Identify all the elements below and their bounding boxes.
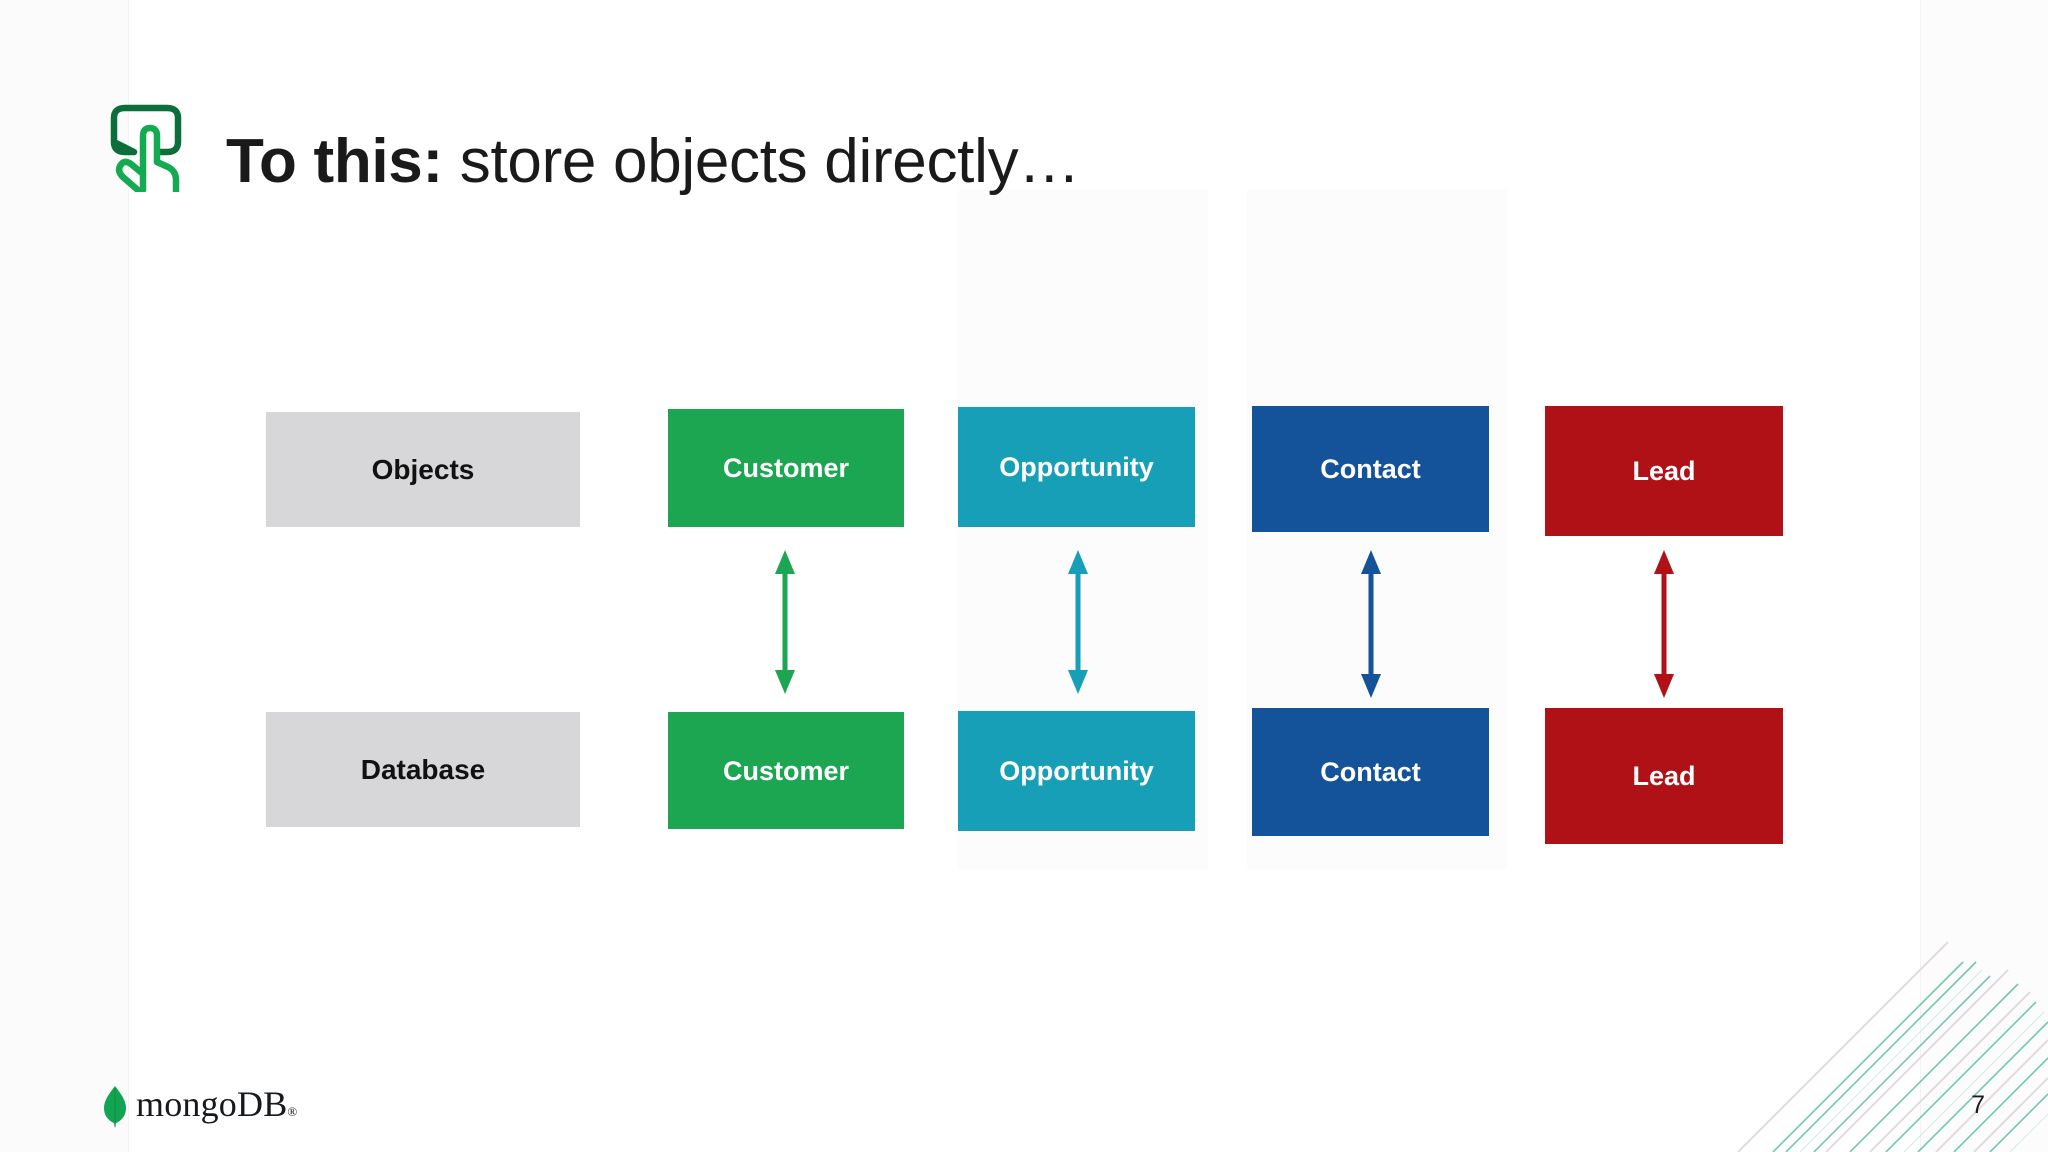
cell-objects-contact: Contact <box>1252 406 1489 532</box>
cell-database-customer: Customer <box>668 712 904 829</box>
cell-database-customer-text: Customer <box>722 755 850 786</box>
cell-objects-opportunity-text: Opportunity <box>999 452 1154 482</box>
cell-database-opportunity-text: Opportunity <box>999 756 1154 786</box>
cell-database-contact-text: Contact <box>1320 757 1421 787</box>
arrow-customer <box>775 550 795 694</box>
cell-database-lead-text: Lead <box>1632 761 1696 791</box>
cell-objects-lead: Lead <box>1545 406 1783 536</box>
arrow-opportunity <box>1068 550 1088 694</box>
mongodb-leaf-icon <box>104 1086 126 1128</box>
mongodb-logo: mongoDB® <box>100 1082 298 1130</box>
mongodb-registered-mark: ® <box>287 1104 298 1119</box>
mongodb-wordmark-text: mongoDB <box>136 1084 288 1124</box>
page-title-rest: store objects directly… <box>442 127 1081 196</box>
tap-gesture-icon <box>110 104 182 192</box>
page-title: To this: store objects directly… <box>226 126 1080 198</box>
cell-objects-contact-text: Contact <box>1320 454 1421 484</box>
cell-objects-customer: Customer <box>668 409 904 527</box>
margin-seam-left <box>128 0 129 1152</box>
slide-header: To this: store objects directly… <box>0 0 2048 260</box>
row-label-database-text: Database <box>360 753 486 785</box>
cell-objects-customer-text: Customer <box>722 453 850 483</box>
row-label-objects: Objects <box>266 412 580 527</box>
row-label-objects-text: Objects <box>371 453 475 485</box>
cell-database-opportunity: Opportunity <box>958 711 1195 831</box>
page-number: 7 <box>1971 1091 1985 1119</box>
cell-objects-opportunity: Opportunity <box>958 407 1195 527</box>
page-title-strong: To this: <box>226 127 443 196</box>
arrow-lead <box>1654 550 1674 698</box>
cell-database-contact: Contact <box>1252 708 1489 836</box>
slide-footer: mongoDB® 7 <box>0 1032 2048 1152</box>
cell-database-lead: Lead <box>1545 708 1783 844</box>
arrow-contact <box>1361 550 1381 698</box>
mongodb-wordmark: mongoDB® <box>136 1086 298 1130</box>
margin-seam-right <box>1920 0 1921 1152</box>
cell-objects-lead-text: Lead <box>1632 456 1696 486</box>
row-label-database: Database <box>266 712 580 827</box>
